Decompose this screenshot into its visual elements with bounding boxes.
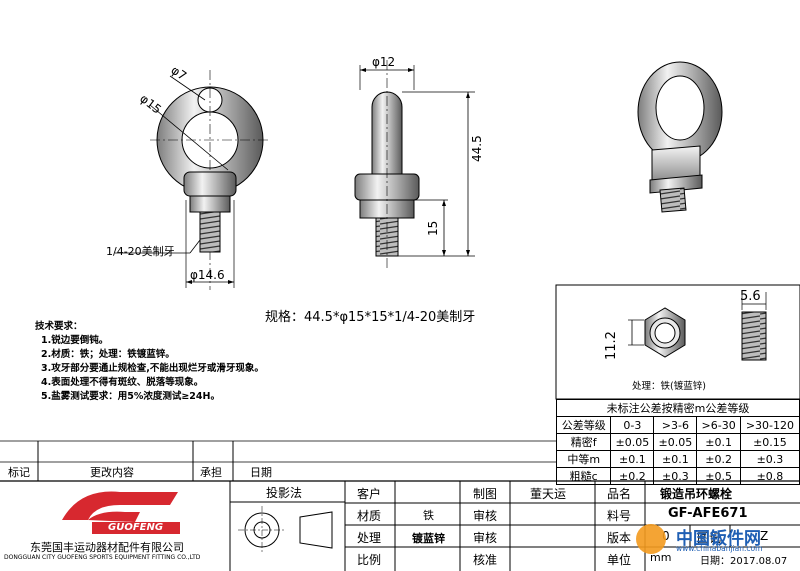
dim-d12: φ12	[372, 55, 396, 69]
tech-requirements: 技术要求： 1.锐边要倒钝。 2.材质：铁；处理：铁镀蓝锌。 3.攻牙部分要通止…	[35, 320, 264, 404]
drawn-value: 董天运	[530, 487, 567, 501]
side-view	[354, 60, 475, 270]
rev-header-content: 更改内容	[90, 466, 134, 479]
isometric-view	[637, 61, 723, 213]
drawing-no-label: 图记	[697, 531, 722, 545]
review-label-1: 审核	[473, 509, 498, 523]
front-view	[115, 70, 270, 290]
date-value: 日期：2017.08.07	[700, 556, 788, 567]
logo-text: GUOFENG	[108, 522, 164, 533]
material-label: 材质	[357, 509, 382, 523]
rev-header-date: 日期	[250, 466, 272, 479]
tolerance-table: 未标注公差按精密m公差等级 公差等级 0-3 >3-6 >6-30 >30-12…	[555, 399, 800, 485]
unit-value: mm	[650, 551, 672, 564]
tech-item: 1.锐边要倒钝。	[41, 335, 109, 346]
dim-d146: φ14.6	[190, 268, 225, 282]
table-row: 公差等级 0-3 >3-6 >6-30 >30-120	[555, 416, 800, 434]
tech-title: 技术要求：	[35, 321, 83, 332]
dim-w56: 5.6	[740, 289, 761, 304]
tolerance-title: 未标注公差按精密m公差等级	[556, 399, 800, 417]
drawn-label: 制图	[473, 487, 498, 501]
nut-note: 处理：铁(镀蓝锌)	[632, 381, 706, 392]
title-block-frame	[0, 440, 800, 571]
customer-label: 客户	[357, 487, 382, 501]
name-label: 品名	[607, 487, 632, 501]
part-label: 料号	[607, 509, 632, 523]
treatment-value: 镀蓝锌	[412, 532, 445, 545]
tech-item: 5.盐雾测试要求：用5%浓度测试≥24H。	[41, 391, 220, 402]
dim-h15: 15	[426, 220, 440, 236]
projection-symbol	[238, 506, 333, 554]
rev-header-mark: 标记	[8, 466, 30, 479]
nut-detail	[555, 284, 800, 400]
projection-label: 投影法	[266, 486, 303, 500]
tech-item: 4.表面处理不得有斑纹、脱落等现象。	[41, 377, 204, 388]
company-name-cn: 东莞国丰运动器材配件有限公司	[30, 541, 184, 554]
version-label: 版本	[607, 531, 632, 545]
part-value: GF-AFE671	[668, 506, 748, 521]
tech-item: 3.攻牙部分要通止规检查,不能出现烂牙或滑牙现象。	[41, 363, 264, 374]
dim-h445: 44.5	[470, 135, 484, 162]
company-logo	[56, 486, 182, 536]
name-value: 锻造吊环螺栓	[660, 487, 733, 501]
drawing-no-value: Z	[760, 529, 769, 543]
tech-item: 2.材质：铁；处理：铁镀蓝锌。	[41, 349, 175, 360]
rev-header-owner: 承担	[200, 466, 222, 479]
review-label-2: 审核	[473, 531, 498, 545]
table-row: 中等m ±0.1 ±0.1 ±0.2 ±0.3	[555, 450, 800, 468]
unit-label: 单位	[607, 553, 632, 567]
watermark-logo-icon	[636, 524, 666, 554]
watermark-text: 中国钣件网	[676, 529, 761, 549]
company-name-en: DONGGUAN CITY GUOFENG SPORTS EQUIPMENT F…	[4, 554, 201, 561]
watermark-url: www.chinabanjian.com	[676, 544, 763, 553]
spec-text: 规格：44.5*φ15*15*1/4-20美制牙	[265, 310, 476, 325]
thread-label: 1/4-20美制牙	[106, 245, 175, 258]
table-row: 精密f ±0.05 ±0.05 ±0.1 ±0.15	[555, 433, 800, 451]
ratio-label: 比例	[357, 553, 382, 567]
treatment-label: 处理	[357, 531, 382, 545]
table-row: 粗糙c ±0.2 ±0.3 ±0.5 ±0.8	[555, 467, 800, 485]
approve-label: 核准	[473, 553, 498, 567]
dim-h112: 11.2	[604, 331, 619, 360]
material-value: 铁	[423, 509, 434, 522]
